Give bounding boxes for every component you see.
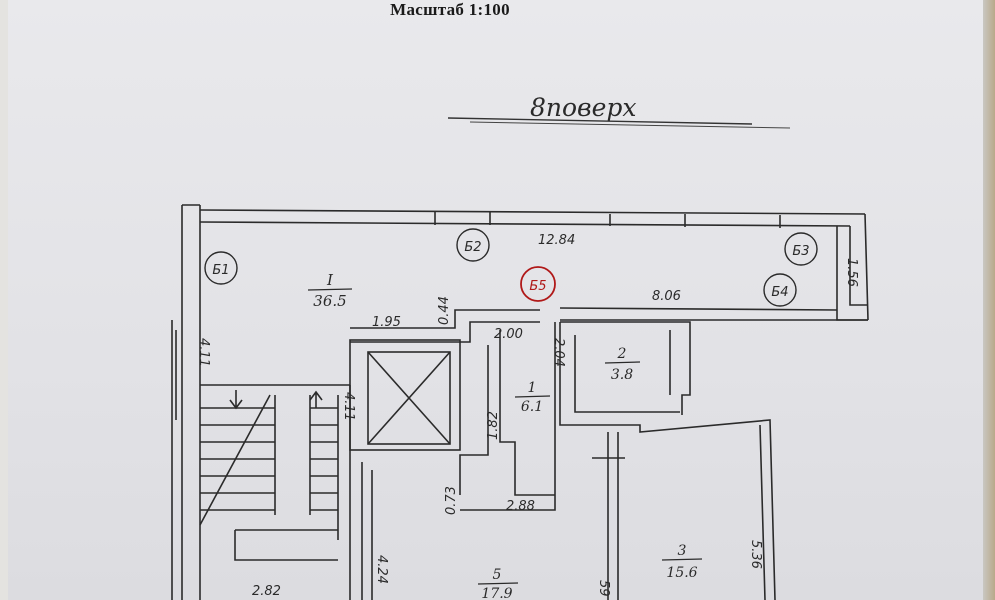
room-area-3: 15.6 — [666, 565, 697, 581]
dim-stair-side: 4.11 — [341, 392, 356, 421]
axis-marker-b2: Б2 — [456, 228, 490, 262]
room5-walls — [361, 462, 373, 600]
axis-marker-b3: Б3 — [784, 232, 818, 266]
axis-marker-b4: Б4 — [763, 273, 797, 307]
outer-wall-left — [181, 204, 201, 600]
corridor-bottom-wall-right — [559, 307, 868, 321]
room-label-1: 1 6.1 — [514, 380, 551, 415]
room-label-2: 2 3.8 — [604, 346, 641, 383]
elevator-cross — [367, 351, 451, 445]
dim-elevator-width: 1.95 — [372, 315, 401, 330]
stair-arrows — [229, 390, 323, 410]
dim-corridor-segment: 8.06 — [652, 289, 681, 304]
room-number-1: 1 — [528, 380, 537, 396]
dim-partial-59: 59 — [596, 580, 611, 597]
dim-corridor-length: 12.84 — [538, 233, 575, 248]
room-number-5: 5 — [493, 567, 502, 583]
dim-room1-bottom: 2.88 — [506, 499, 535, 514]
axis-marker-b5: Б5 — [520, 266, 556, 302]
room-number-I: I — [326, 271, 334, 289]
elevator-shaft-inner — [367, 351, 451, 445]
window-marks — [434, 212, 781, 228]
dim-room1-side: 1.82 — [486, 411, 501, 440]
axis-label-b5: Б5 — [529, 279, 546, 294]
floor-label-underline-2 — [469, 121, 791, 129]
stair-walls — [200, 384, 351, 600]
room2-walls — [559, 321, 691, 426]
dim-corridor-width: 1.56 — [844, 258, 859, 287]
page-edge — [983, 0, 995, 600]
stair-stringer — [199, 394, 311, 526]
room-number-3: 3 — [678, 543, 687, 559]
dim-stair-length: 4.11 — [196, 338, 211, 367]
floor-label: 8поверх — [530, 93, 637, 122]
dim-wall-044: 0.44 — [437, 296, 452, 325]
dim-stair-bottom: 2.82 — [252, 584, 281, 599]
dim-room5-side: 4.24 — [374, 555, 389, 584]
paper-sheet — [8, 0, 983, 600]
dim-room3-side: 5.36 — [748, 540, 763, 569]
axis-marker-b1: Б1 — [204, 251, 238, 285]
axis-label-b4: Б4 — [771, 285, 788, 300]
floor-label-underline — [447, 117, 753, 125]
room-area-I: 36.5 — [313, 292, 346, 310]
dim-door-200: 2.00 — [494, 327, 523, 342]
room-number-2: 2 — [617, 346, 627, 362]
axis-label-b3: Б3 — [792, 244, 809, 259]
room-area-1: 6.1 — [521, 399, 543, 415]
dim-ledge: 0.73 — [444, 486, 459, 515]
elevator-shaft-outer — [349, 339, 461, 451]
room-label-5: 5 17.9 — [477, 567, 519, 600]
room3-walls — [590, 419, 776, 600]
room1-walls — [459, 322, 556, 511]
scale-title: Масштаб 1:100 — [390, 0, 510, 19]
stair-treads — [200, 407, 338, 511]
corridor-bottom-wall-left — [350, 309, 540, 343]
axis-label-b1: Б1 — [212, 263, 229, 278]
dim-room2-width: 2.04 — [551, 338, 566, 367]
room-label-3: 3 15.6 — [661, 543, 703, 581]
axis-label-b2: Б2 — [464, 240, 481, 255]
room-area-5: 17.9 — [481, 586, 512, 600]
room-area-2: 3.8 — [611, 367, 633, 383]
corridor-top-wall — [199, 209, 869, 321]
left-wall-hatch — [171, 320, 177, 600]
room-label-I: I 36.5 — [307, 271, 353, 310]
